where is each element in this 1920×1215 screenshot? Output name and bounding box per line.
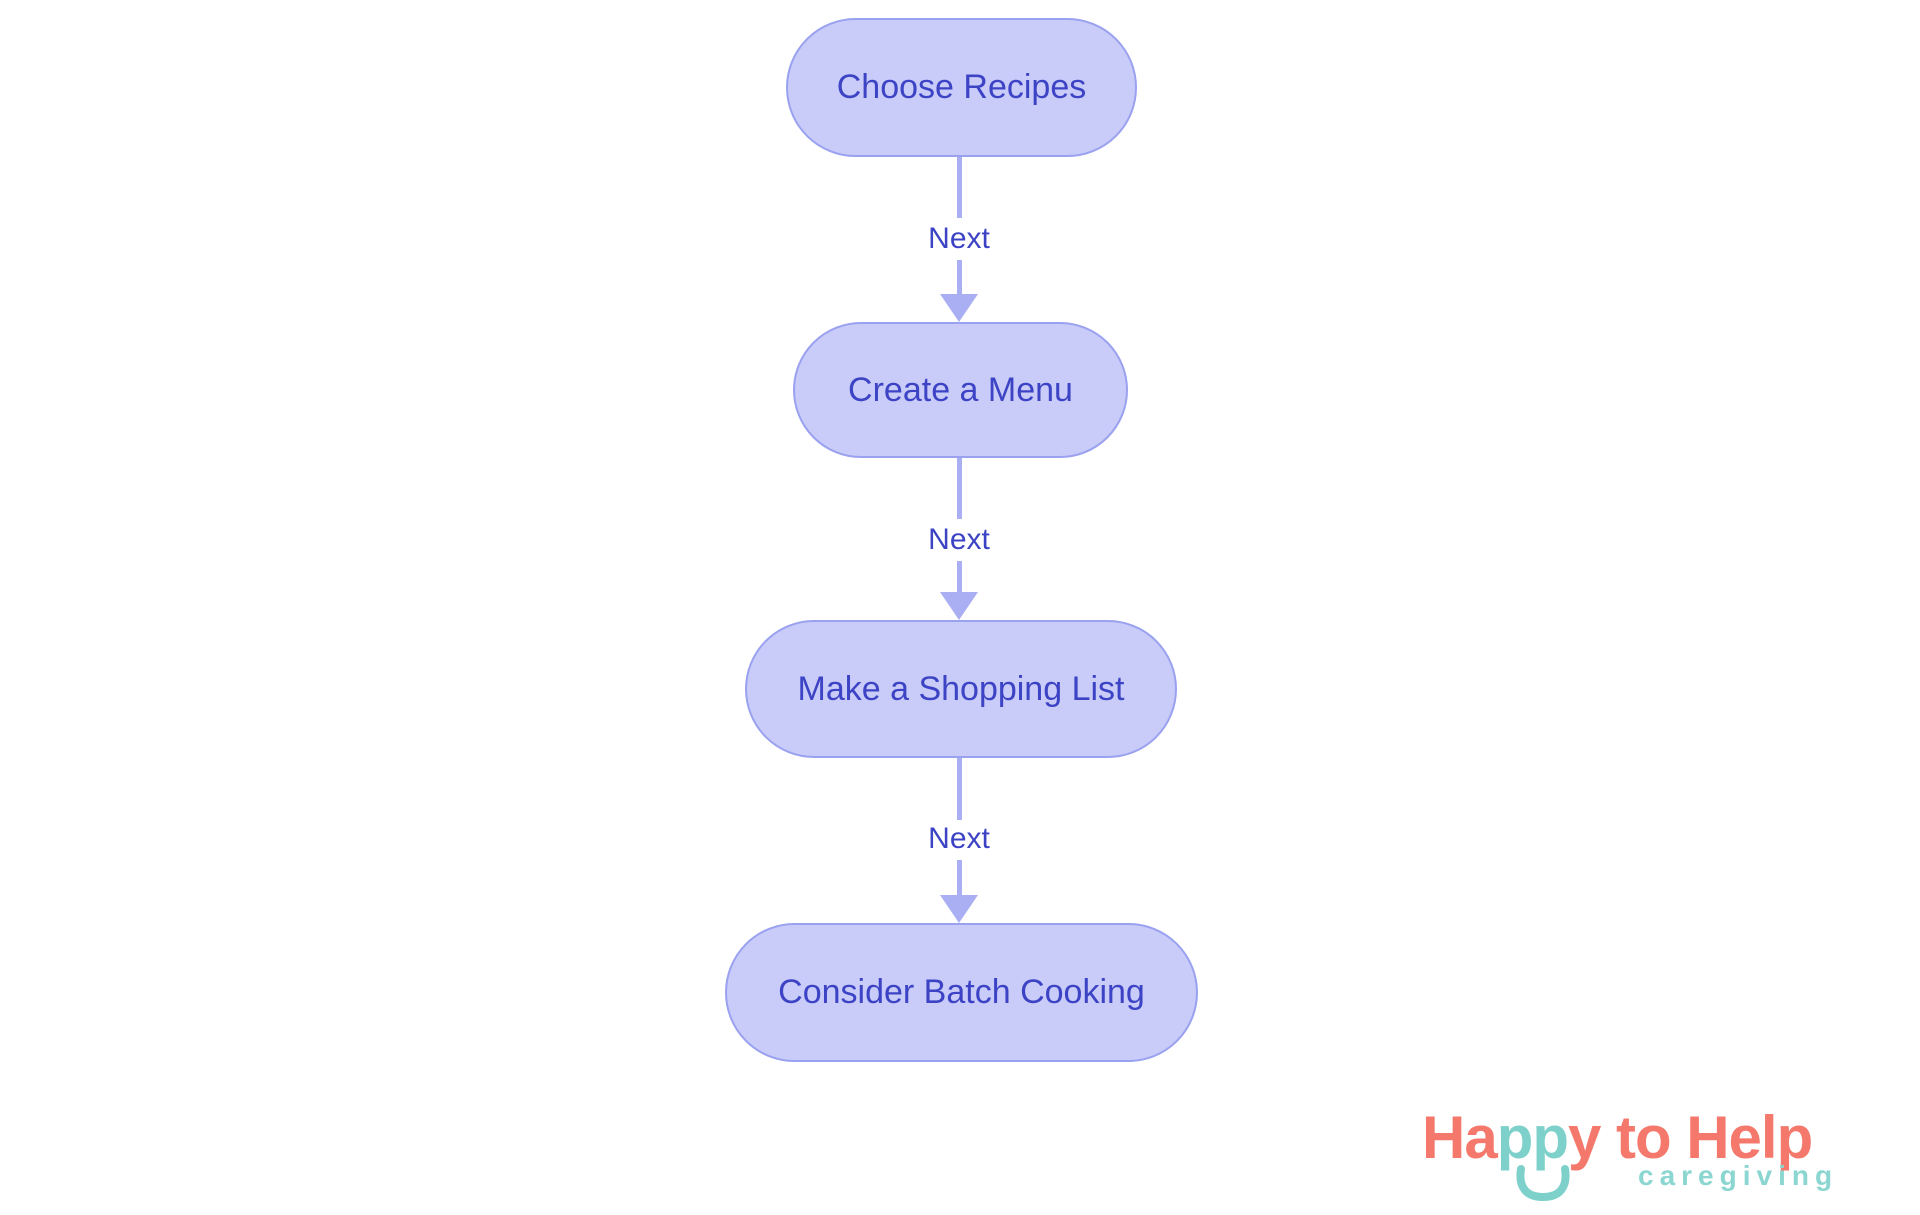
edge-line: [957, 860, 962, 895]
logo-text-ha: Ha: [1422, 1104, 1498, 1171]
node-label: Consider Batch Cooking: [778, 973, 1145, 1011]
logo-caregiving-text: caregiving: [1638, 1160, 1839, 1191]
arrow-down-icon: [940, 294, 978, 322]
edge-line: [957, 260, 962, 294]
edge-label: Next: [924, 523, 994, 557]
edge-line: [957, 561, 962, 592]
node-label: Make a Shopping List: [797, 669, 1125, 708]
edge-line: [957, 458, 962, 519]
node-consider-batch-cooking: Consider Batch Cooking: [725, 923, 1198, 1062]
logo-text-pp: pp: [1496, 1104, 1569, 1171]
node-label: Create a Menu: [848, 370, 1073, 409]
logo-text-y: y: [1568, 1104, 1601, 1171]
arrow-down-icon: [940, 895, 978, 923]
smile-icon: [1516, 1165, 1570, 1202]
logo-text-to: to: [1615, 1104, 1672, 1171]
edge-label: Next: [924, 822, 994, 856]
arrow-down-icon: [940, 592, 978, 620]
edge-line: [957, 157, 962, 218]
node-choose-recipes: Choose Recipes: [786, 18, 1137, 157]
node-make-a-shopping-list: Make a Shopping List: [745, 620, 1177, 758]
logo-text-help: Help: [1686, 1104, 1813, 1171]
edge-line: [957, 758, 962, 820]
node-label: Choose Recipes: [836, 68, 1087, 106]
edge-label: Next: [924, 222, 994, 256]
node-create-a-menu: Create a Menu: [793, 322, 1128, 458]
